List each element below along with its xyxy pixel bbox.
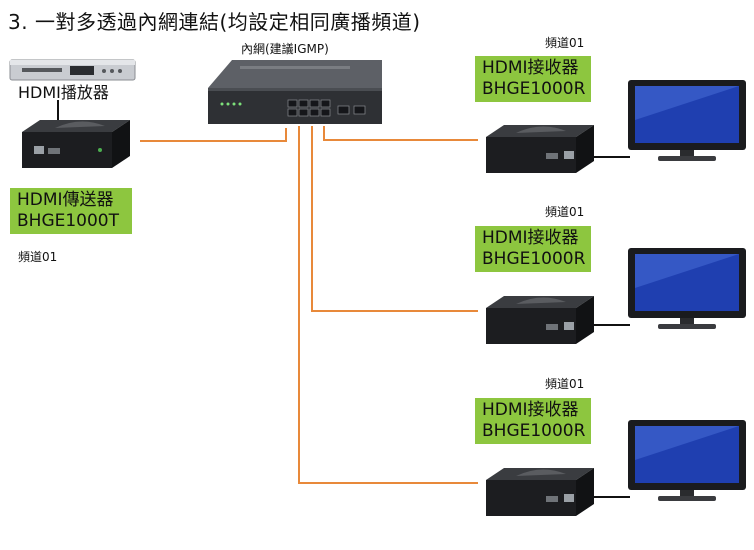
player-label: HDMI播放器: [18, 83, 109, 102]
transmitter-model: BHGE1000T: [17, 211, 120, 231]
receiver-1-label: HDMI接收器 BHGE1000R: [475, 56, 591, 102]
receiver-device-2: [486, 296, 594, 344]
receiver-device-1: [486, 125, 594, 173]
hdmi-player-device: [9, 59, 136, 81]
transmitter-device: [22, 120, 130, 168]
tv-monitor-3: [628, 420, 746, 501]
receiver-3-channel: 頻道01: [545, 377, 585, 391]
receiver-2-channel: 頻道01: [545, 205, 585, 219]
transmitter-label: HDMI傳送器 BHGE1000T: [10, 188, 132, 234]
receiver-2-name: HDMI接收器: [482, 228, 579, 248]
network-switch: [208, 60, 382, 124]
receiver-1-model: BHGE1000R: [482, 79, 586, 99]
tv-monitor-1: [628, 80, 746, 161]
receiver-3-name: HDMI接收器: [482, 400, 579, 420]
cable-switch-to-receiver-2: [311, 126, 478, 312]
network-cables: [140, 126, 478, 484]
tv-monitor-2: [628, 248, 746, 329]
transmitter-channel: 頻道01: [18, 250, 58, 264]
receiver-3-label: HDMI接收器 BHGE1000R: [475, 398, 591, 444]
transmitter-name: HDMI傳送器: [17, 190, 114, 210]
receiver-1-channel: 頻道01: [545, 36, 585, 50]
hdmi-cables-tv: [594, 156, 630, 498]
receiver-2-label: HDMI接收器 BHGE1000R: [475, 226, 591, 272]
page-title: 3. 一對多透過內網連結(均設定相同廣播頻道): [8, 10, 421, 34]
receiver-1-name: HDMI接收器: [482, 58, 579, 78]
receiver-device-3: [486, 468, 594, 516]
receiver-2-model: BHGE1000R: [482, 249, 586, 269]
receiver-3-model: BHGE1000R: [482, 421, 586, 441]
cable-transmitter-to-switch: [140, 128, 287, 142]
switch-label: 內網(建議IGMP): [241, 42, 329, 56]
cable-switch-to-receiver-3: [298, 126, 478, 484]
cable-switch-to-receiver-1: [323, 126, 478, 141]
